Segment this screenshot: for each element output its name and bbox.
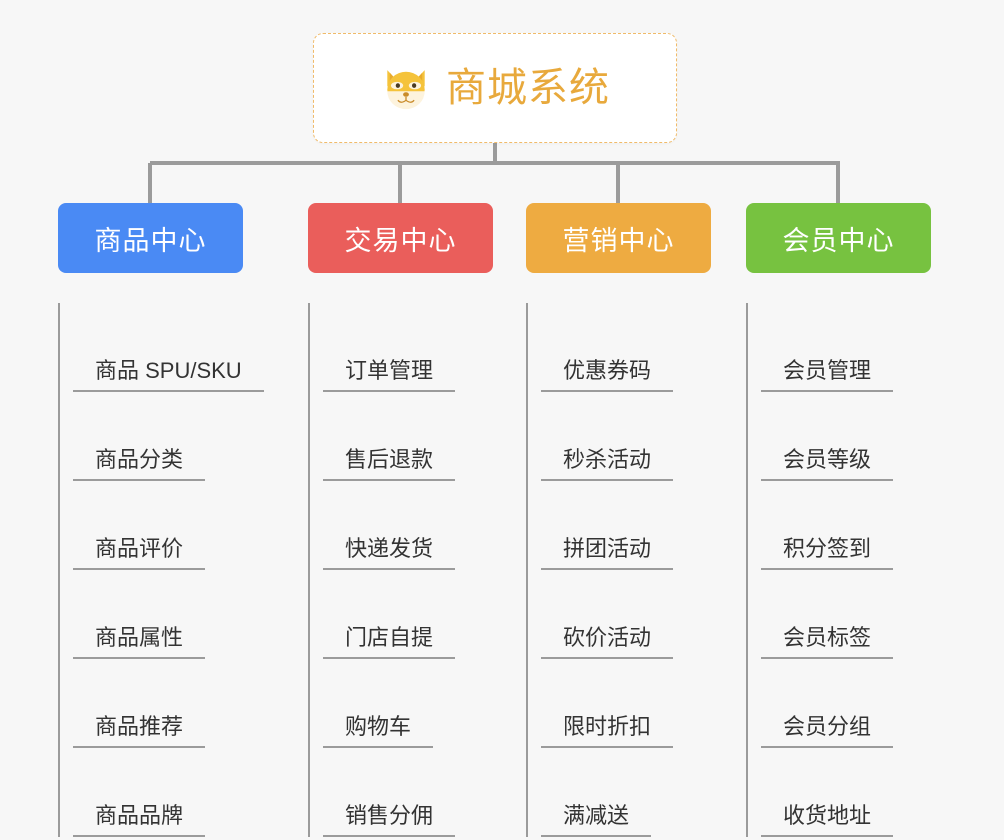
category-header-4[interactable]: 会员中心 (746, 203, 931, 273)
category-header-label: 交易中心 (344, 225, 457, 256)
leaf-list-2: 订单管理 售后退款 快递发货 门店自提 购物车 销售分佣 (308, 303, 493, 837)
list-item[interactable]: 售后退款 (323, 392, 493, 481)
leaf-list-1: 商品 SPU/SKU 商品分类 商品评价 商品属性 商品推荐 商品品牌 (58, 303, 264, 837)
list-item[interactable]: 会员标签 (761, 570, 931, 659)
list-item[interactable]: 积分签到 (761, 481, 931, 570)
leaf-label: 商品品牌 (73, 803, 206, 837)
shiba-dog-face-icon (387, 70, 425, 110)
leaf-label: 销售分佣 (323, 803, 456, 837)
category-header-label: 商品中心 (94, 225, 207, 256)
category-column-1: 商品中心 商品 SPU/SKU 商品分类 商品评价 商品属性 商品推荐 商品品牌 (58, 203, 264, 837)
list-item[interactable]: 门店自提 (323, 570, 493, 659)
root-title: 商城系统 (446, 66, 610, 110)
list-item[interactable]: 收货地址 (761, 748, 931, 837)
leaf-label: 会员等级 (761, 447, 894, 481)
leaf-label: 商品 SPU/SKU (73, 358, 264, 392)
list-item[interactable]: 商品属性 (73, 570, 243, 659)
list-item[interactable]: 满减送 (541, 748, 711, 837)
list-item[interactable]: 秒杀活动 (541, 392, 711, 481)
category-column-3: 营销中心 优惠券码 秒杀活动 拼团活动 砍价活动 限时折扣 满减送 (526, 203, 711, 837)
list-item[interactable]: 会员分组 (761, 659, 931, 748)
list-item[interactable]: 快递发货 (323, 481, 493, 570)
leaf-label: 商品属性 (73, 625, 206, 659)
list-item[interactable]: 商品推荐 (73, 659, 243, 748)
leaf-label: 商品分类 (73, 447, 206, 481)
leaf-label: 售后退款 (323, 447, 456, 481)
list-item[interactable]: 优惠券码 (541, 303, 711, 392)
list-item[interactable]: 商品品牌 (73, 748, 243, 837)
list-item[interactable]: 拼团活动 (541, 481, 711, 570)
list-item[interactable]: 商品分类 (73, 392, 243, 481)
leaf-label: 会员标签 (761, 625, 894, 659)
category-header-label: 会员中心 (782, 225, 895, 256)
leaf-list-3: 优惠券码 秒杀活动 拼团活动 砍价活动 限时折扣 满减送 (526, 303, 711, 837)
leaf-label: 订单管理 (323, 358, 456, 392)
list-item[interactable]: 会员管理 (761, 303, 931, 392)
category-column-2: 交易中心 订单管理 售后退款 快递发货 门店自提 购物车 销售分佣 (308, 203, 493, 837)
category-header-label: 营销中心 (562, 225, 675, 256)
leaf-label: 秒杀活动 (541, 447, 674, 481)
list-item[interactable]: 商品评价 (73, 481, 243, 570)
leaf-label: 快递发货 (323, 536, 456, 570)
leaf-label: 购物车 (323, 714, 434, 748)
list-item[interactable]: 会员等级 (761, 392, 931, 481)
leaf-label: 满减送 (541, 803, 652, 837)
leaf-list-4: 会员管理 会员等级 积分签到 会员标签 会员分组 收货地址 (746, 303, 931, 837)
list-item[interactable]: 订单管理 (323, 303, 493, 392)
category-header-2[interactable]: 交易中心 (308, 203, 493, 273)
leaf-label: 限时折扣 (541, 714, 674, 748)
leaf-label: 砍价活动 (541, 625, 674, 659)
leaf-label: 商品推荐 (73, 714, 206, 748)
category-header-3[interactable]: 营销中心 (526, 203, 711, 273)
list-item[interactable]: 销售分佣 (323, 748, 493, 837)
leaf-label: 收货地址 (761, 803, 894, 837)
leaf-label: 积分签到 (761, 536, 894, 570)
leaf-label: 优惠券码 (541, 358, 674, 392)
leaf-label: 商品评价 (73, 536, 206, 570)
root-node[interactable]: 商城系统 (313, 33, 677, 143)
list-item[interactable]: 购物车 (323, 659, 493, 748)
list-item[interactable]: 砍价活动 (541, 570, 711, 659)
leaf-label: 会员分组 (761, 714, 894, 748)
leaf-label: 拼团活动 (541, 536, 674, 570)
leaf-label: 会员管理 (761, 358, 894, 392)
list-item[interactable]: 限时折扣 (541, 659, 711, 748)
category-header-1[interactable]: 商品中心 (58, 203, 243, 273)
leaf-label: 门店自提 (323, 625, 456, 659)
list-item[interactable]: 商品 SPU/SKU (73, 303, 264, 392)
category-column-4: 会员中心 会员管理 会员等级 积分签到 会员标签 会员分组 收货地址 (746, 203, 931, 837)
